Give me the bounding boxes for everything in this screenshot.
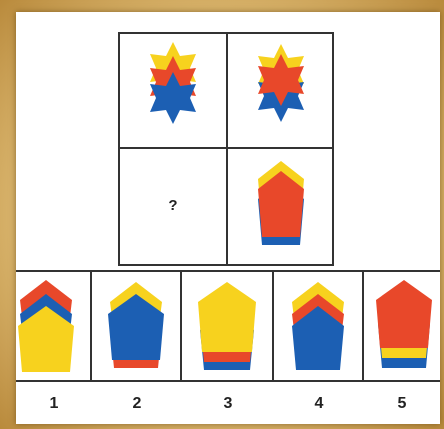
layered-pentagon-figure: [228, 149, 334, 262]
layered-pentagon-figure: [364, 272, 440, 380]
missing-cell: ?: [120, 149, 226, 262]
layered-pentagon-figure: [274, 272, 362, 380]
answer-number-4: 4: [274, 384, 364, 424]
pentagon-layer-yellow: [198, 282, 256, 352]
answer-number-3: 3: [182, 384, 274, 424]
answer-number-5: 5: [364, 384, 440, 424]
answer-option-2[interactable]: [92, 272, 182, 380]
question-mark: ?: [168, 197, 177, 214]
puzzle-card: ?: [16, 12, 440, 424]
layered-pentagon-figure: [16, 272, 90, 380]
pentagon-layer-red: [376, 280, 432, 348]
layered-star-figure: [120, 34, 226, 147]
answer-number-row: 1 2 3 4 5: [16, 384, 440, 424]
layered-pentagon-figure: [182, 272, 272, 380]
answer-option-5[interactable]: [364, 272, 440, 380]
layered-pentagon-figure: [92, 272, 180, 380]
layered-star-figure: [228, 34, 334, 147]
matrix-cell-bottom-right: [228, 149, 334, 262]
answer-option-4[interactable]: [274, 272, 364, 380]
answer-number-2: 2: [92, 384, 182, 424]
puzzle-matrix: ?: [118, 32, 334, 266]
answer-option-1[interactable]: [16, 272, 92, 380]
answer-option-3[interactable]: [182, 272, 274, 380]
matrix-cell-top-left: [120, 34, 226, 147]
matrix-cell-top-right: [228, 34, 334, 147]
answer-options-row: [16, 270, 440, 382]
answer-number-1: 1: [16, 384, 92, 424]
